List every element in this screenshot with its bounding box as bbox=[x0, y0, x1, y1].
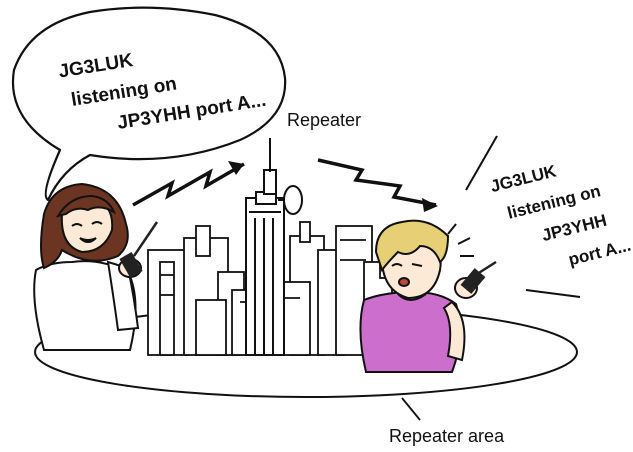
repeater-area-leader-line bbox=[401, 397, 421, 421]
woman-operator-figure bbox=[33, 182, 142, 351]
man-operator-figure bbox=[359, 219, 478, 373]
repeater-label: Repeater bbox=[287, 110, 361, 130]
man-radio-icon bbox=[460, 260, 497, 294]
received-message-lines bbox=[465, 135, 581, 298]
received-message-line: port A... bbox=[567, 236, 633, 270]
repeater-area-label: Repeater area bbox=[389, 426, 505, 446]
received-message-line: JG3LUK bbox=[488, 161, 558, 196]
repeater-tower bbox=[245, 138, 285, 356]
satellite-dish-icon bbox=[278, 185, 303, 215]
surprise-lines bbox=[447, 223, 474, 257]
radio-wave-left-icon bbox=[132, 161, 245, 207]
radio-wave-right-icon bbox=[317, 158, 438, 212]
speech-bubble: JG3LUK listening on JP3YHH port A... bbox=[11, 6, 287, 202]
woman-radio-icon bbox=[119, 221, 159, 279]
received-message-line: JP3YHH bbox=[540, 211, 609, 245]
received-message: JG3LUK listening on JP3YHH port A... bbox=[488, 161, 633, 270]
